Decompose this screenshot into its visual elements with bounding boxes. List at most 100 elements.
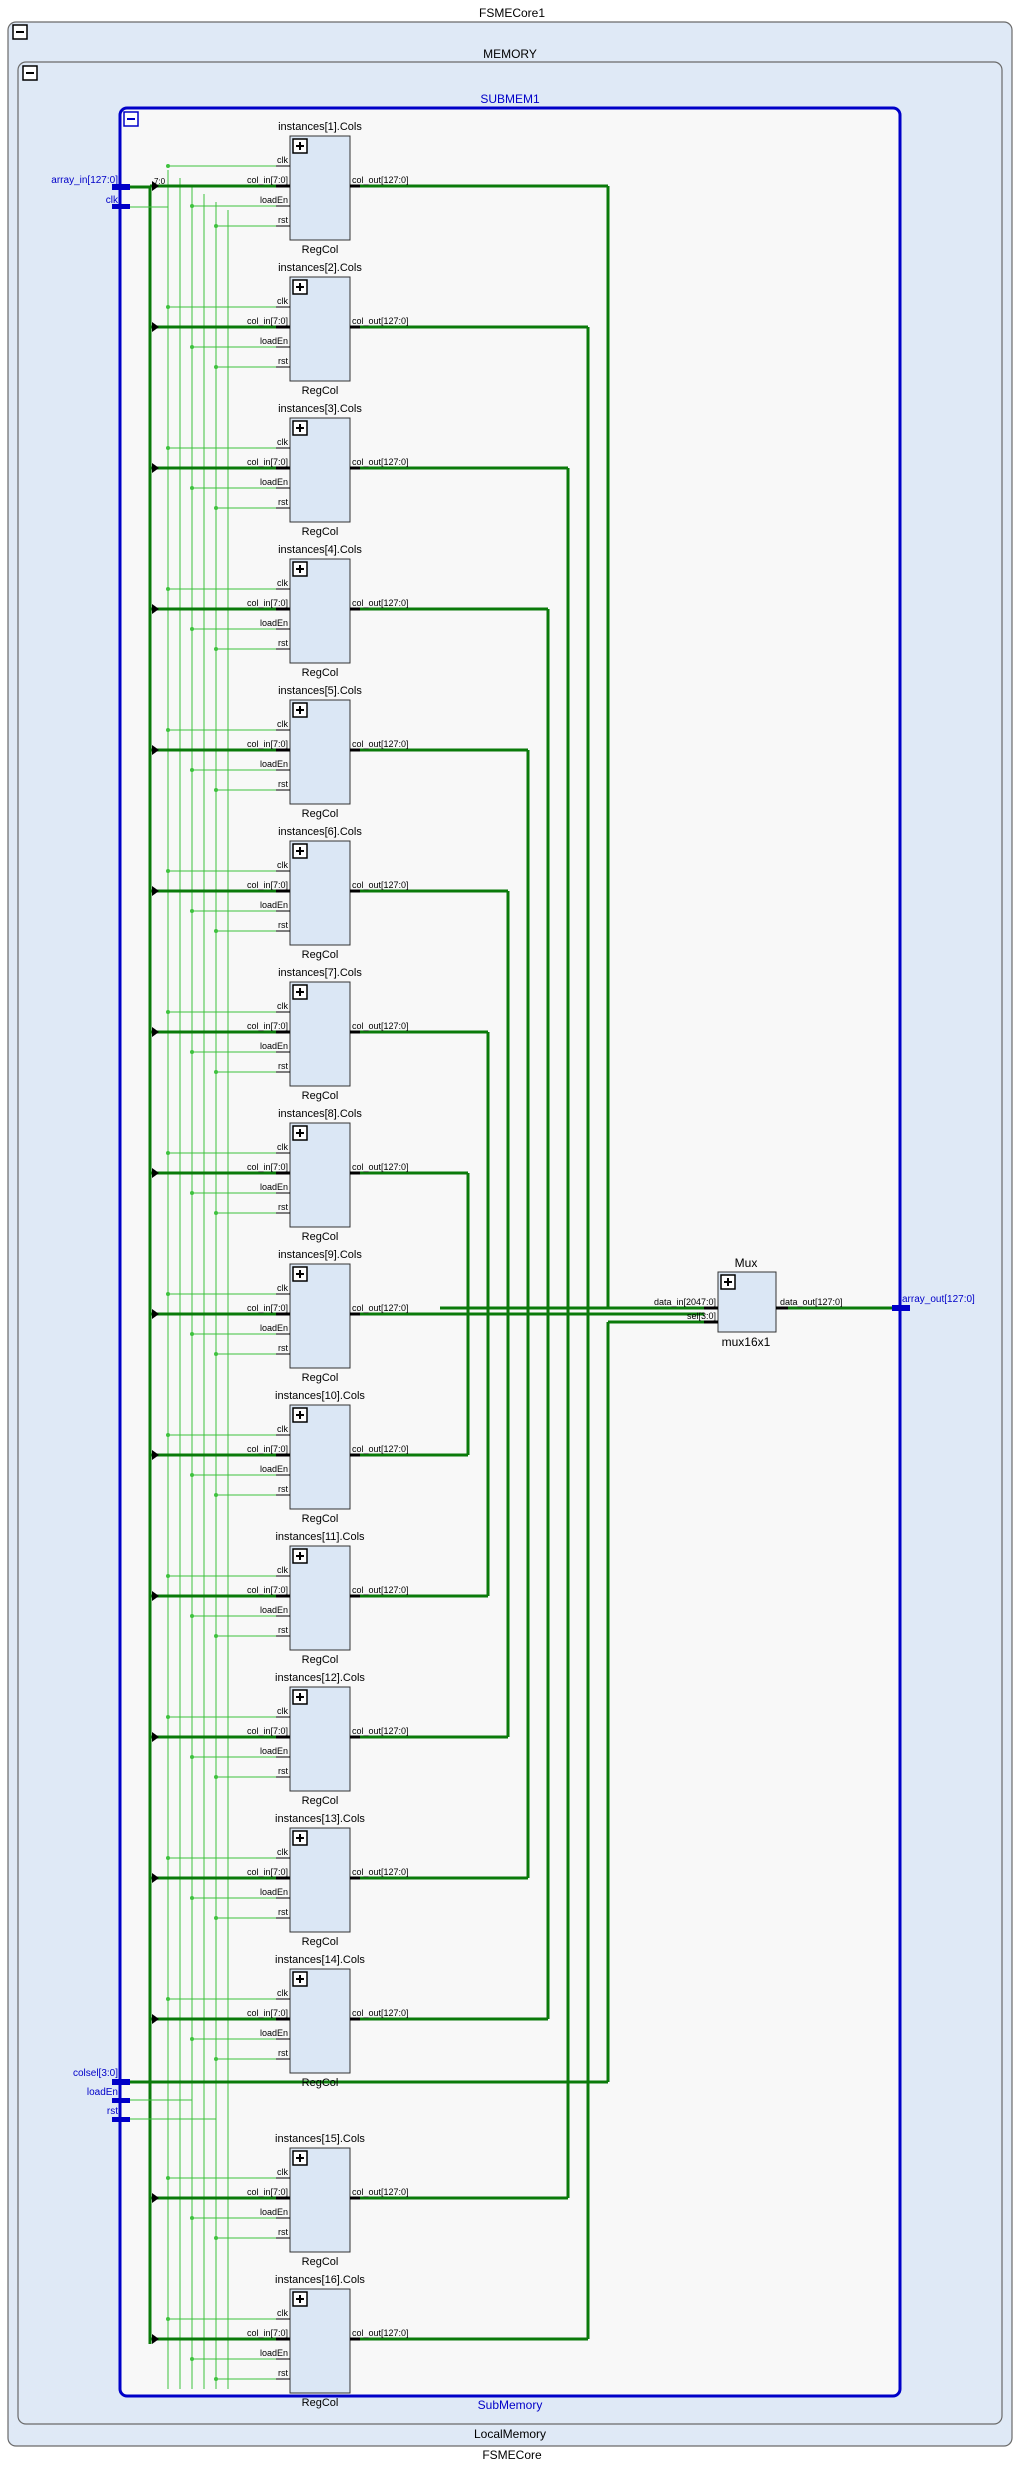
port-array-in-label[interactable]: array_in[127:0] bbox=[51, 175, 118, 186]
instances-layer: instances[1].Cols clk col_in[7:0] loadEn rst… bbox=[247, 121, 409, 2409]
regcol-instance[interactable]: instances[4].Colsclkcol_in[7:0]loadEnrst… bbox=[247, 544, 409, 679]
mux-port-data-out: data_out[127:0] bbox=[780, 1297, 843, 1307]
mux-port-data-in: data_in[2047:0] bbox=[654, 1297, 716, 1307]
expand-icon[interactable] bbox=[292, 561, 308, 577]
regcol-port-label: rst bbox=[278, 1766, 288, 1776]
submem-instance-label: SUBMEM1 bbox=[480, 92, 540, 106]
regcol-port-label: clk bbox=[277, 1424, 288, 1434]
regcol-port-label: rst bbox=[278, 356, 288, 366]
regcol-port-label: rst bbox=[278, 2227, 288, 2237]
regcol-out-label: col_out[127:0] bbox=[352, 2187, 409, 2197]
wires-layer bbox=[112, 164, 900, 2389]
regcol-type-label: RegCol bbox=[302, 667, 339, 679]
expand-icon[interactable] bbox=[292, 1548, 308, 1564]
regcol-out-label: col_out[127:0] bbox=[352, 175, 409, 185]
collapse-icon[interactable] bbox=[12, 24, 28, 40]
regcol-port-label: clk bbox=[277, 578, 288, 588]
submem-container[interactable]: SUBMEM1 SubMemory bbox=[118, 92, 902, 2412]
regcol-port-label: col_in[7:0] bbox=[247, 2328, 288, 2338]
instance-name-label: instances[7].Cols bbox=[278, 967, 362, 979]
regcol-type-label: RegCol bbox=[302, 808, 339, 820]
regcol-port-label: loadEn bbox=[260, 1323, 288, 1333]
expand-icon[interactable] bbox=[720, 1274, 736, 1290]
expand-icon[interactable] bbox=[292, 138, 308, 154]
instance-name-label: instances[2].Cols bbox=[278, 262, 362, 274]
instance-name-label: instances[14].Cols bbox=[275, 1954, 365, 1966]
regcol-instance[interactable]: instances[9].Colsclkcol_in[7:0]loadEnrst… bbox=[247, 1249, 409, 1384]
regcol-type-label: RegCol bbox=[302, 1231, 339, 1243]
regcol-port-label: loadEn bbox=[260, 1041, 288, 1051]
regcol-instance[interactable]: instances[1].Colsclkcol_in[7:0]loadEnrst… bbox=[247, 121, 409, 256]
regcol-out-label: col_out[127:0] bbox=[352, 1162, 409, 1172]
regcol-port-label: col_in[7:0] bbox=[247, 1303, 288, 1313]
port-loaden-label[interactable]: loadEn bbox=[87, 2087, 118, 2098]
expand-icon[interactable] bbox=[292, 1971, 308, 1987]
regcol-instance[interactable]: instances[15].Colsclkcol_in[7:0]loadEnrs… bbox=[247, 2133, 409, 2268]
regcol-instance[interactable]: instances[14].Colsclkcol_in[7:0]loadEnrs… bbox=[247, 1954, 409, 2089]
regcol-instance[interactable]: instances[16].Colsclkcol_in[7:0]loadEnrs… bbox=[247, 2274, 409, 2409]
mux-block[interactable]: Mux data_in[2047:0] sel[3:0] data_out[12… bbox=[654, 1256, 843, 1349]
regcol-instance[interactable]: instances[2].Colsclkcol_in[7:0]loadEnrst… bbox=[247, 262, 409, 397]
regcol-port-label: rst bbox=[278, 920, 288, 930]
expand-icon[interactable] bbox=[292, 702, 308, 718]
regcol-port-label: loadEn bbox=[260, 2028, 288, 2038]
regcol-port-label: rst bbox=[278, 1202, 288, 1212]
regcol-port-label: rst bbox=[278, 1625, 288, 1635]
regcol-instance[interactable]: instances[8].Colsclkcol_in[7:0]loadEnrst… bbox=[247, 1108, 409, 1243]
expand-icon[interactable] bbox=[292, 1407, 308, 1423]
regcol-out-label: col_out[127:0] bbox=[352, 2328, 409, 2338]
regcol-port-label: col_in[7:0] bbox=[247, 880, 288, 890]
regcol-port-label: col_in[7:0] bbox=[247, 1585, 288, 1595]
expand-icon[interactable] bbox=[292, 2150, 308, 2166]
regcol-instance[interactable]: instances[3].Colsclkcol_in[7:0]loadEnrst… bbox=[247, 403, 409, 538]
collapse-icon[interactable] bbox=[22, 65, 38, 81]
instance-name-label: instances[1].Cols bbox=[278, 121, 362, 133]
memory-type-label: LocalMemory bbox=[474, 2427, 546, 2441]
regcol-port-label: clk bbox=[277, 719, 288, 729]
port-clk-label[interactable]: clk bbox=[106, 195, 119, 206]
regcol-port-label: rst bbox=[278, 638, 288, 648]
regcol-port-label: loadEn bbox=[260, 336, 288, 346]
mux-instance-label: Mux bbox=[735, 1256, 758, 1270]
expand-icon[interactable] bbox=[292, 1125, 308, 1141]
regcol-port-label: loadEn bbox=[260, 1746, 288, 1756]
regcol-type-label: RegCol bbox=[302, 1090, 339, 1102]
regcol-port-label: rst bbox=[278, 215, 288, 225]
regcol-instance[interactable]: instances[10].Colsclkcol_in[7:0]loadEnrs… bbox=[247, 1390, 409, 1525]
regcol-port-label: clk bbox=[277, 2167, 288, 2177]
regcol-port-label: col_in[7:0] bbox=[247, 1444, 288, 1454]
regcol-instance[interactable]: instances[12].Colsclkcol_in[7:0]loadEnrs… bbox=[247, 1672, 409, 1807]
regcol-instance[interactable]: instances[7].Colsclkcol_in[7:0]loadEnrst… bbox=[247, 967, 409, 1102]
instance-name-label: instances[8].Cols bbox=[278, 1108, 362, 1120]
regcol-port-label: rst bbox=[278, 1343, 288, 1353]
expand-icon[interactable] bbox=[292, 1266, 308, 1282]
expand-icon[interactable] bbox=[292, 2291, 308, 2307]
expand-icon[interactable] bbox=[292, 279, 308, 295]
port-colsel-label[interactable]: colsel[3:0] bbox=[73, 2068, 118, 2079]
memory-instance-label: MEMORY bbox=[483, 47, 537, 61]
regcol-out-label: col_out[127:0] bbox=[352, 1021, 409, 1031]
regcol-port-label: rst bbox=[278, 779, 288, 789]
regcol-instance[interactable]: instances[11].Colsclkcol_in[7:0]loadEnrs… bbox=[247, 1531, 409, 1666]
expand-icon[interactable] bbox=[292, 843, 308, 859]
output-port[interactable]: array_out[127:0] bbox=[892, 1294, 975, 1311]
instance-name-label: instances[4].Cols bbox=[278, 544, 362, 556]
port-rst-label[interactable]: rst bbox=[107, 2106, 118, 2117]
regcol-port-label: col_in[7:0] bbox=[247, 1726, 288, 1736]
regcol-instance[interactable]: instances[13].Colsclkcol_in[7:0]loadEnrs… bbox=[247, 1813, 409, 1948]
regcol-instance[interactable]: instances[5].Colsclkcol_in[7:0]loadEnrst… bbox=[247, 685, 409, 820]
collapse-icon[interactable] bbox=[123, 111, 139, 127]
expand-icon[interactable] bbox=[292, 984, 308, 1000]
regcol-port-label: rst bbox=[278, 497, 288, 507]
expand-icon[interactable] bbox=[292, 420, 308, 436]
expand-icon[interactable] bbox=[292, 1830, 308, 1846]
expand-icon[interactable] bbox=[292, 1689, 308, 1705]
regcol-port-label: col_in[7:0] bbox=[247, 1021, 288, 1031]
fsmecore-instance-label: FSMECore1 bbox=[479, 6, 545, 20]
instance-name-label: instances[12].Cols bbox=[275, 1672, 365, 1684]
regcol-instance[interactable]: instances[6].Colsclkcol_in[7:0]loadEnrst… bbox=[247, 826, 409, 961]
regcol-port-label: loadEn bbox=[260, 1464, 288, 1474]
regcol-port-label: clk bbox=[277, 860, 288, 870]
regcol-out-label: col_out[127:0] bbox=[352, 1303, 409, 1313]
